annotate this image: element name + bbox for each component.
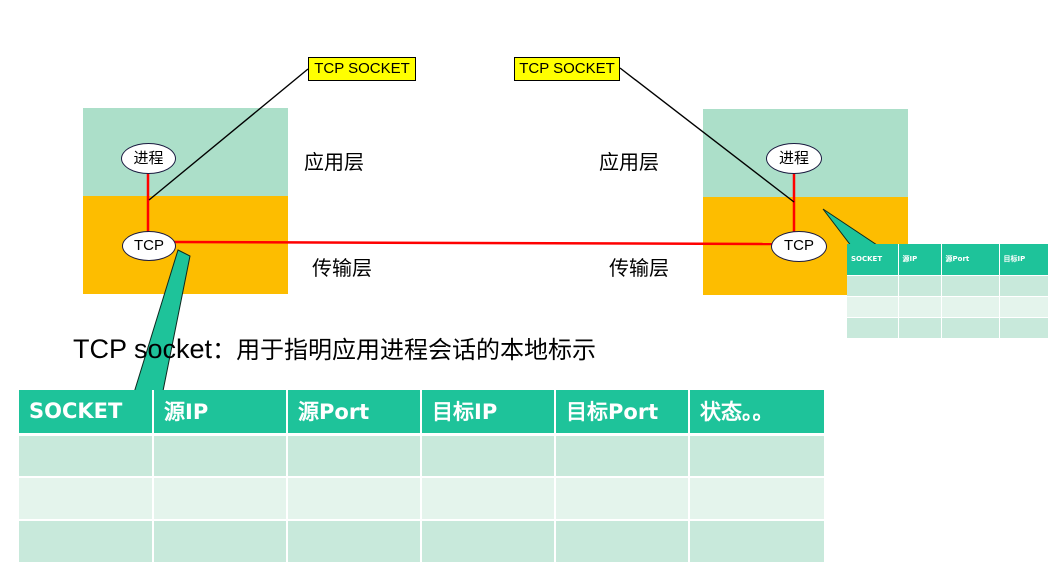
left-process-node: 进程 bbox=[121, 143, 176, 174]
table-cell bbox=[999, 275, 1049, 297]
small-header-source-port: 源Port bbox=[941, 244, 1000, 276]
table-cell bbox=[19, 477, 154, 521]
header-socket: SOCKET bbox=[19, 390, 154, 436]
table-cell bbox=[941, 275, 1000, 297]
table-cell bbox=[555, 477, 690, 521]
socket-table-small: SOCKET 源IP 源Port 目标IP bbox=[847, 244, 1049, 339]
header-dest-ip: 目标IP bbox=[421, 390, 556, 436]
table-row bbox=[847, 275, 1049, 297]
table-cell bbox=[689, 434, 826, 478]
left-tcp-node: TCP bbox=[122, 231, 176, 261]
left-transport-layer-label: 传输层 bbox=[312, 256, 372, 280]
left-callout-leader bbox=[148, 68, 309, 201]
table-cell bbox=[847, 317, 899, 339]
table-cell bbox=[689, 477, 826, 521]
table-cell bbox=[898, 317, 942, 339]
socket-table-header-row: SOCKET 源IP 源Port 目标IP 目标Port 状态。。 bbox=[19, 390, 826, 436]
table-cell bbox=[421, 434, 556, 478]
right-callout-leader bbox=[619, 67, 795, 203]
table-cell bbox=[421, 477, 556, 521]
right-tcp-node: TCP bbox=[771, 231, 827, 262]
table-cell bbox=[287, 434, 422, 478]
header-dest-port: 目标Port bbox=[555, 390, 690, 436]
table-cell bbox=[999, 296, 1049, 318]
table-cell bbox=[898, 296, 942, 318]
table-row bbox=[19, 434, 826, 478]
socket-table-small-header-row: SOCKET 源IP 源Port 目标IP bbox=[847, 244, 1049, 276]
caption-text: 用于指明应用进程会话的本地标示 bbox=[236, 336, 597, 364]
tcp-connection-line bbox=[171, 240, 773, 246]
table-cell bbox=[689, 520, 826, 564]
right-transport-layer-label: 传输层 bbox=[609, 256, 669, 280]
table-cell bbox=[555, 434, 690, 478]
small-header-socket: SOCKET bbox=[847, 244, 899, 276]
right-tcp-socket-callout: TCP SOCKET bbox=[514, 57, 620, 81]
table-cell bbox=[421, 520, 556, 564]
table-cell bbox=[999, 317, 1049, 339]
table-cell bbox=[847, 275, 899, 297]
tcp-socket-definition: TCP socket：用于指明应用进程会话的本地标示 bbox=[73, 330, 596, 365]
table-row bbox=[19, 520, 826, 564]
right-application-layer-label: 应用层 bbox=[599, 150, 659, 174]
left-application-layer-box bbox=[83, 108, 288, 196]
table-row bbox=[847, 296, 1049, 318]
table-cell bbox=[898, 275, 942, 297]
header-source-ip: 源IP bbox=[153, 390, 288, 436]
small-header-source-ip: 源IP bbox=[898, 244, 942, 276]
right-process-node: 进程 bbox=[766, 143, 822, 174]
header-source-port: 源Port bbox=[287, 390, 422, 436]
header-state: 状态。。 bbox=[689, 390, 826, 436]
table-cell bbox=[19, 520, 154, 564]
table-row bbox=[19, 477, 826, 521]
table-cell bbox=[287, 520, 422, 564]
table-cell bbox=[153, 520, 288, 564]
caption-separator: ： bbox=[212, 336, 237, 364]
left-application-layer-label: 应用层 bbox=[304, 150, 364, 174]
table-cell bbox=[153, 477, 288, 521]
table-cell bbox=[555, 520, 690, 564]
table-cell bbox=[19, 434, 154, 478]
table-cell bbox=[941, 317, 1000, 339]
socket-table: SOCKET 源IP 源Port 目标IP 目标Port 状态。。 bbox=[19, 390, 826, 564]
table-cell bbox=[287, 477, 422, 521]
caption-term: TCP socket bbox=[73, 334, 213, 364]
table-cell bbox=[847, 296, 899, 318]
left-tcp-socket-callout: TCP SOCKET bbox=[308, 57, 416, 81]
table-row bbox=[847, 317, 1049, 339]
table-cell bbox=[153, 434, 288, 478]
table-cell bbox=[941, 296, 1000, 318]
small-header-dest-ip: 目标IP bbox=[999, 244, 1049, 276]
